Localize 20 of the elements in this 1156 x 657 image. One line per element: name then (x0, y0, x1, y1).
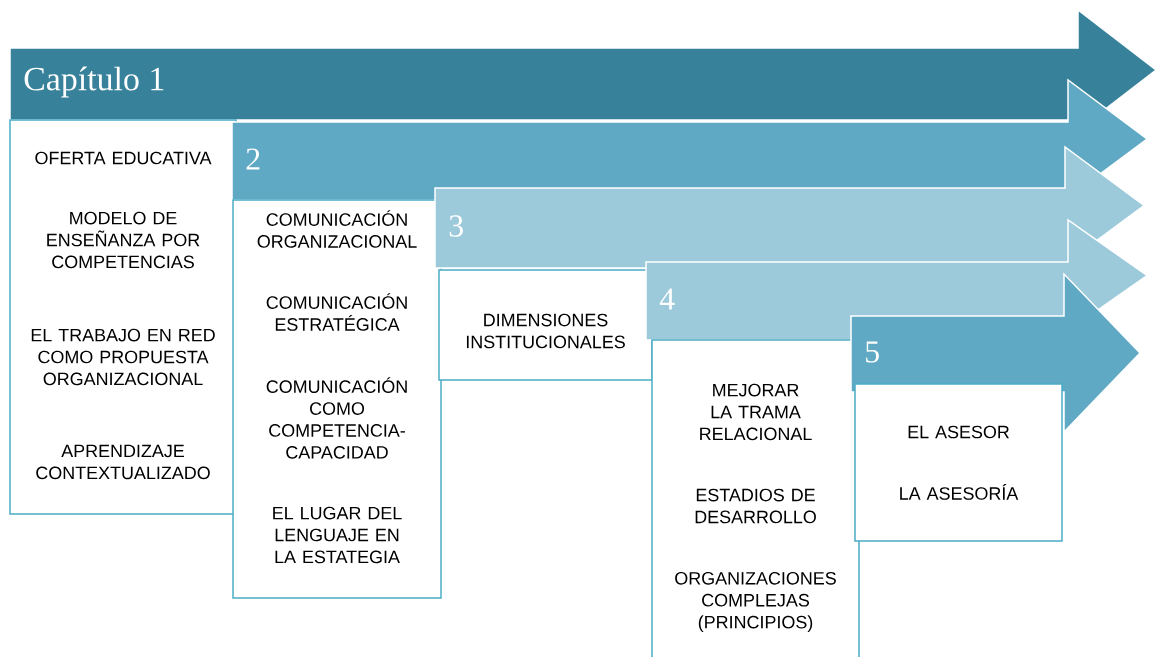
topic-item: EL LUGAR DEL LENGUAJE EN LA ESTATEGIA (273, 506, 402, 564)
topic-item: OFERTA EDUCATIVA (35, 151, 212, 165)
topic-item: DIMENSIONES INSTITUCIONALES (466, 313, 625, 349)
topic-item: COMUNICACIÓN ORGANIZACIONAL (257, 210, 417, 248)
chapter-banner: 3 (434, 145, 1146, 269)
chapter-banner: Capítulo 1 (9, 8, 1156, 132)
topic-item: MODELO DE ENSEÑANZA POR COMPETENCIAS (47, 211, 200, 269)
topic-item: EL TRABAJO EN RED COMO PROPUESTA ORGANIZACIONAL (31, 328, 215, 386)
topic-box (854, 383, 1063, 542)
topic-item: MEJORAR LA TRAMA RELACIONAL (700, 383, 812, 441)
topic-box (9, 119, 237, 515)
topic-box (438, 269, 653, 381)
node-label: 3 (449, 215, 463, 237)
topic-item: ESTADIOS DE DESARROLLO (695, 488, 816, 524)
topic-item: ORGANIZACIONES COMPLEJAS (PRINCIPIOS) (675, 571, 836, 633)
topic-item: COMUNICACIÓN ESTRATÉGICA (266, 293, 407, 331)
topic-item: APRENDIZAJE CONTEXTUALIZADO (36, 444, 210, 480)
topic-item: LA ASESORÍA (900, 484, 1019, 500)
topic-item: COMUNICACIÓN COMO COMPETENCIA-CAPACIDAD (266, 377, 407, 459)
node-label: 4 (659, 288, 675, 310)
